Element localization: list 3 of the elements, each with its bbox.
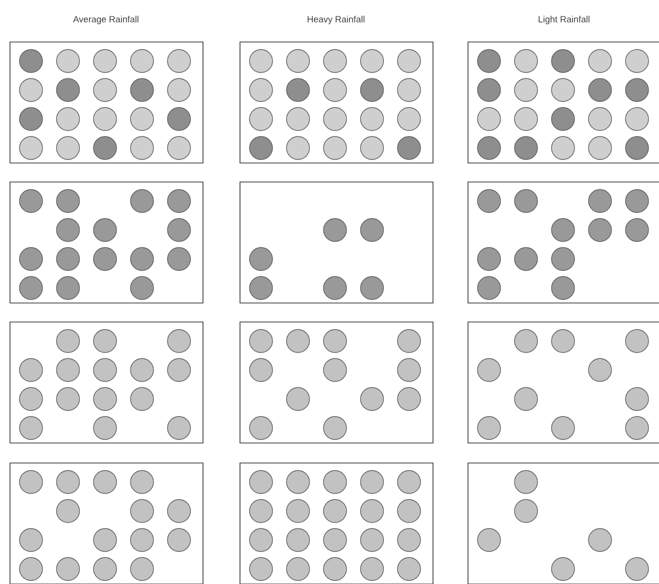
column-heading: Heavy Rainfall <box>308 16 364 24</box>
column-heading: Average Rainfall <box>73 16 138 24</box>
column-heading: Light Rainfall <box>538 16 590 24</box>
